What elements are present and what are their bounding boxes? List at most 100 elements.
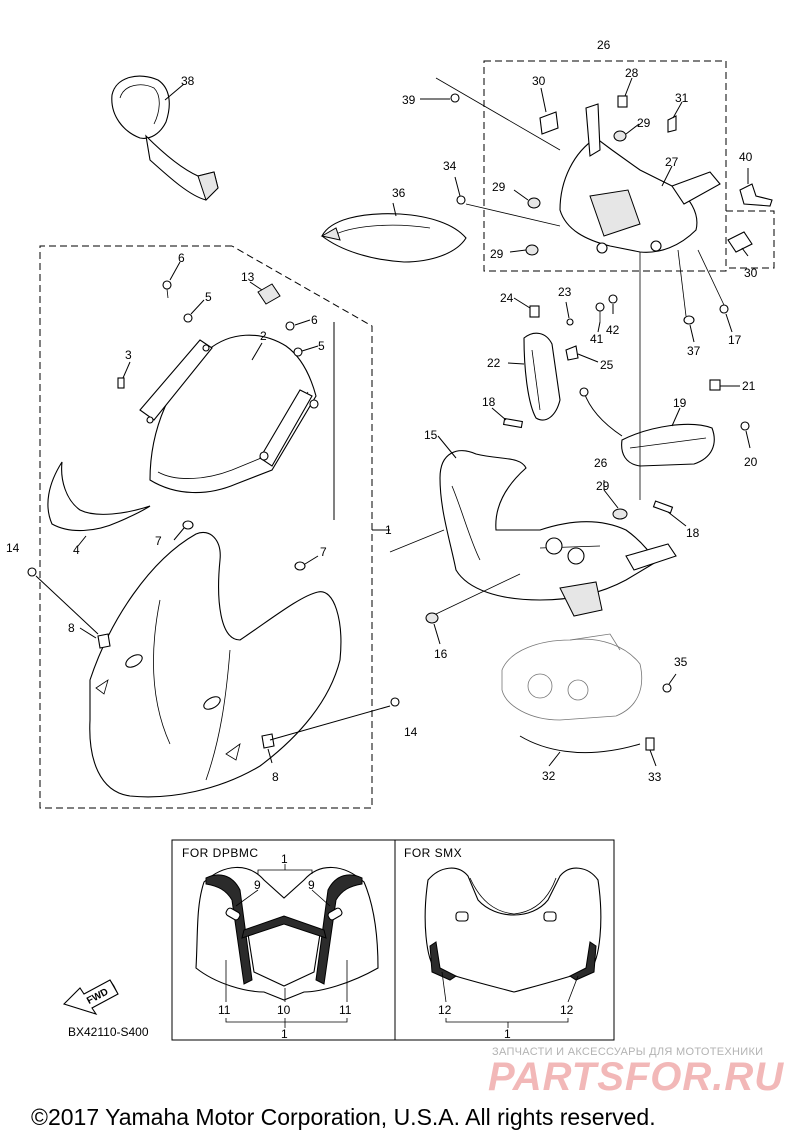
group-1-dashed-outline	[39, 245, 373, 809]
callout-14: 14	[404, 725, 418, 739]
dpbmc-label-10: 10	[277, 1003, 291, 1017]
callout-1: 1	[385, 523, 392, 537]
callout-labels: 38 39 30 28 26 31 29 27 40 34 29 36 29 3…	[6, 38, 758, 784]
callout-29: 29	[637, 116, 651, 130]
inset-dpbmc: FOR DPBMC 1 9 9 11 10 11 1	[182, 846, 379, 1041]
watermark-tagline: ЗАПЧАСТИ И АКСЕССУАРЫ ДЛЯ МОТОТЕХНИКИ	[492, 1046, 763, 1058]
screw-17	[697, 249, 733, 333]
clip-25	[565, 345, 599, 363]
damper-29-b	[513, 189, 541, 209]
bolt-39	[420, 77, 561, 151]
callout-40: 40	[739, 150, 753, 164]
callout-23: 23	[558, 285, 572, 299]
callout-3: 3	[125, 348, 132, 362]
callout-29: 29	[596, 479, 610, 493]
clamp-33	[645, 737, 657, 767]
callout-28: 28	[625, 66, 639, 80]
rear-view-mirror-38	[111, 75, 219, 201]
callout-2: 2	[260, 329, 267, 343]
inset-smx: FOR SMX 12 12 1	[404, 846, 602, 1041]
bolt-34	[454, 176, 561, 227]
callout-31: 31	[675, 91, 689, 105]
screw-20	[740, 421, 751, 449]
screw-7-right	[294, 555, 319, 571]
rubber-18-lower	[652, 500, 687, 527]
callout-16: 16	[434, 647, 448, 661]
decal-13	[249, 281, 281, 305]
fwd-arrow: FWD	[62, 979, 119, 1015]
callout-7: 7	[320, 545, 327, 559]
collar-37	[677, 249, 695, 343]
callout-13: 13	[241, 270, 255, 284]
callout-4: 4	[73, 543, 80, 557]
windscreen-2	[139, 334, 319, 494]
callout-26: 26	[597, 38, 611, 52]
callout-14: 14	[6, 541, 20, 555]
callout-19: 19	[673, 396, 687, 410]
callout-24: 24	[500, 291, 514, 305]
callout-41: 41	[590, 332, 604, 346]
callout-42: 42	[606, 323, 620, 337]
bolt-6-right	[285, 319, 311, 331]
callout-7: 7	[155, 534, 162, 548]
copyright-notice: ©2017 Yamaha Motor Corporation, U.S.A. A…	[31, 1104, 656, 1130]
callout-26: 26	[594, 456, 608, 470]
washer-42	[608, 294, 618, 314]
damper-29-a	[613, 123, 640, 142]
clip-8-right	[261, 733, 275, 764]
callout-34: 34	[443, 159, 457, 173]
flasher-light-19	[579, 387, 715, 467]
dpbmc-label-11-right: 11	[339, 1003, 352, 1017]
dpbmc-label-1-top: 1	[281, 852, 288, 866]
callout-29: 29	[492, 180, 506, 194]
smx-label-12-right: 12	[560, 1003, 574, 1017]
inset-dpbmc-title: FOR DPBMC	[182, 846, 259, 860]
screw-23	[565, 301, 574, 326]
rivet-3	[117, 361, 131, 389]
flasher-light-22	[507, 332, 561, 421]
grommet-16	[425, 573, 521, 645]
clip-31	[667, 101, 683, 133]
stay-bracket-27	[559, 103, 721, 254]
callout-6: 6	[178, 251, 185, 265]
bolt-35	[662, 673, 677, 693]
inset-smx-title: FOR SMX	[404, 846, 462, 860]
harness-32	[519, 735, 641, 767]
callout-33: 33	[648, 770, 662, 784]
callout-37: 37	[687, 344, 701, 358]
callout-18: 18	[686, 526, 700, 540]
watermark-logo: PARTSFOR.RU	[488, 1055, 784, 1099]
rubber-18-upper	[491, 407, 524, 429]
callout-18: 18	[482, 395, 496, 409]
callout-25: 25	[600, 358, 614, 372]
group-26-dashed-box	[483, 60, 727, 272]
front-cowling-1	[89, 322, 342, 798]
watermark: ЗАПЧАСТИ И АКСЕССУАРЫ ДЛЯ МОТОТЕХНИКИ PA…	[488, 1046, 784, 1099]
inset-frame	[171, 839, 615, 1041]
headlight-assembly	[501, 633, 643, 721]
callout-35: 35	[674, 655, 688, 669]
washer-5-right	[293, 345, 319, 357]
callout-8: 8	[272, 770, 279, 784]
callout-30: 30	[744, 266, 758, 280]
callout-39: 39	[402, 93, 416, 107]
emblem-4	[47, 461, 151, 547]
smx-label-12-left: 12	[438, 1003, 452, 1017]
bracket-40	[739, 168, 773, 207]
group-1-link	[389, 529, 445, 553]
screw-14-right	[269, 697, 400, 741]
screw-14-left	[27, 567, 99, 635]
side-cover-36	[320, 202, 467, 263]
callout-5: 5	[318, 339, 325, 353]
callout-22: 22	[487, 356, 501, 370]
washer-5-left	[183, 299, 205, 323]
callout-32: 32	[542, 769, 556, 783]
callout-17: 17	[728, 333, 742, 347]
group-40-dashed-box	[726, 210, 775, 269]
callout-38: 38	[181, 74, 195, 88]
variant-insets: FOR DPBMC 1 9 9 11 10 11 1	[171, 839, 615, 1041]
damper-29-c	[509, 244, 539, 256]
dpbmc-label-9-left: 9	[254, 878, 261, 892]
callout-36: 36	[392, 186, 406, 200]
